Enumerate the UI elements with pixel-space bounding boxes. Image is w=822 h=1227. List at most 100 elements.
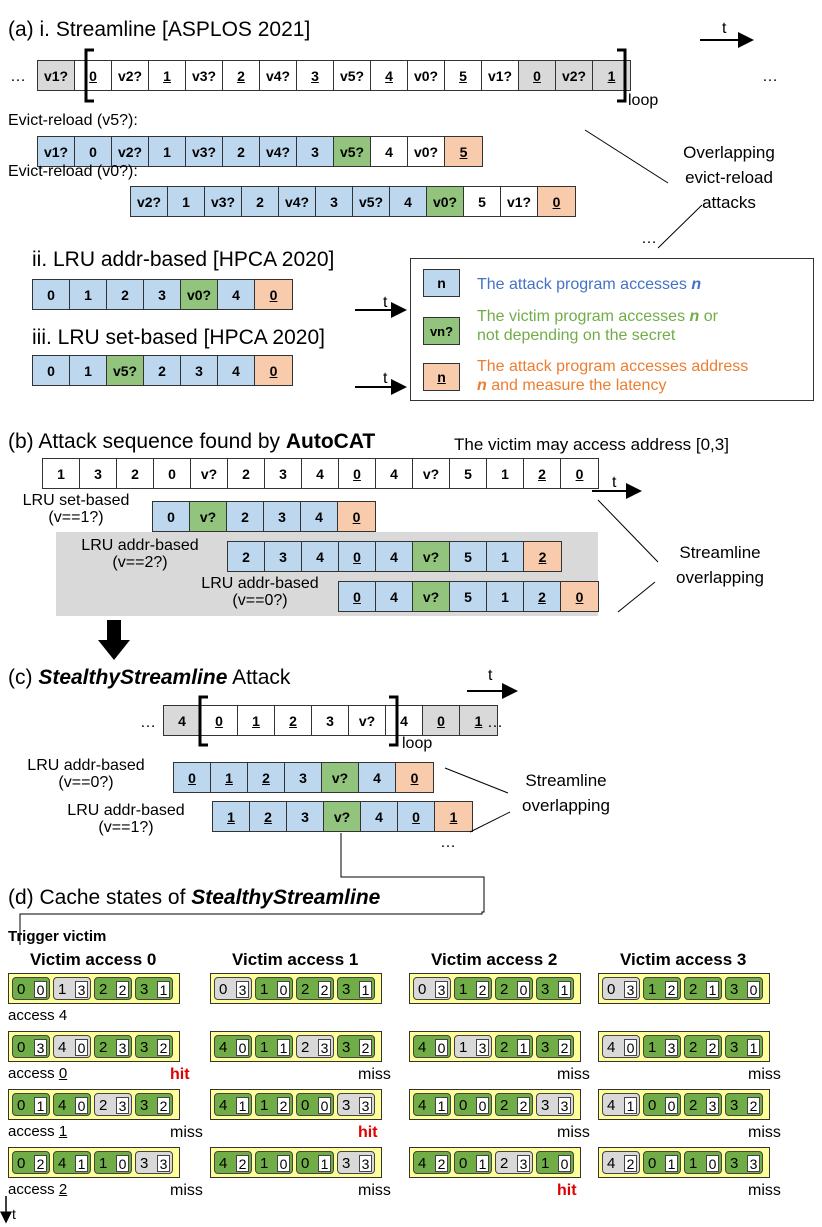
cache-line-address: 4	[58, 1155, 67, 1172]
cache-line-age: 1	[277, 1039, 290, 1056]
c-loop-label: loop	[402, 735, 433, 752]
cache-line-address: 3	[541, 981, 550, 998]
seq-cell: v?	[349, 706, 386, 735]
cache-line-address: 3	[730, 1097, 739, 1114]
seq-cell: v4?	[260, 137, 297, 166]
hit-result: hit	[557, 1182, 577, 1199]
c-ellipsis-bottom: …	[440, 834, 456, 851]
seq-cell: v?	[191, 459, 228, 488]
cache-line-age: 3	[157, 1155, 170, 1172]
seq-cell: 2	[248, 763, 285, 792]
cache-line-age: 3	[435, 981, 448, 998]
seq-cell: v3?	[186, 137, 223, 166]
cache-line-address: 2	[301, 1039, 310, 1056]
cache-line-address: 0	[648, 1097, 657, 1114]
seq-cell: 0	[75, 61, 112, 90]
lru-addr-hpca-title: ii. LRU addr-based [HPCA 2020]	[32, 248, 335, 271]
cache-line-address: 4	[418, 1155, 427, 1172]
cache-line-age: 0	[558, 1155, 571, 1172]
cache-line-address: 4	[58, 1039, 67, 1056]
cache-line-address: 4	[58, 1097, 67, 1114]
cache-line-address: 0	[17, 1039, 26, 1056]
cache-line-address: 0	[459, 1155, 468, 1172]
cache-line-address: 2	[689, 1039, 698, 1056]
section-a-title: (a) i. Streamline [ASPLOS 2021]	[8, 18, 311, 41]
miss-result: miss	[358, 1066, 391, 1083]
cache-line-address: 0	[301, 1097, 310, 1114]
victim-access-header: Victim access 2	[431, 950, 558, 969]
seq-cell: 0	[339, 542, 376, 571]
cache-line-address: 2	[689, 981, 698, 998]
access-step-label: access 0	[8, 1065, 68, 1082]
b-set-based-label: LRU set-based(v==1?)	[22, 492, 130, 526]
cache-line-address: 1	[260, 1039, 269, 1056]
seq-cell: 4	[376, 542, 413, 571]
cache-line-age: 3	[116, 1039, 129, 1056]
access-step-label: access 4	[8, 1007, 68, 1024]
cache-line-age: 2	[706, 1039, 719, 1056]
seq-cell: 2	[228, 542, 265, 571]
cache-line-age: 3	[236, 981, 249, 998]
seq-cell: 2	[227, 502, 264, 531]
cache-line-address: 1	[260, 1097, 269, 1114]
access-step-label: access 1	[8, 1123, 68, 1140]
c-bracket-right	[389, 695, 399, 747]
miss-result: miss	[748, 1066, 781, 1083]
cache-line-age: 1	[706, 981, 719, 998]
cache-line-address: 2	[500, 1039, 509, 1056]
cache-line-age: 3	[665, 1039, 678, 1056]
cache-line-age: 1	[517, 1039, 530, 1056]
time-label-c: t	[488, 667, 493, 684]
seq-cell: 0	[75, 137, 112, 166]
victim-access-header: Victim access 1	[232, 950, 359, 969]
cache-line-address: 4	[418, 1039, 427, 1056]
legend-measure-text: The attack program accesses address n an…	[477, 358, 749, 394]
cache-line-age: 2	[747, 1097, 760, 1114]
cache-line-age: 1	[624, 1097, 637, 1114]
time-label-b: t	[612, 474, 617, 491]
seq-cell: v4?	[260, 61, 297, 90]
cache-line-age: 0	[116, 1155, 129, 1172]
seq-cell: 1	[43, 459, 80, 488]
seq-cell: 5	[445, 61, 482, 90]
seq-cell: 0	[33, 280, 70, 309]
cache-line-age: 1	[665, 1155, 678, 1172]
seq-cell: 3	[297, 61, 334, 90]
cache-line-age: 1	[236, 1097, 249, 1114]
cache-line-address: 0	[17, 1155, 26, 1172]
seq-cell: 1	[213, 802, 250, 831]
cache-line-age: 2	[157, 1097, 170, 1114]
cache-line-address: 0	[17, 981, 26, 998]
seq-cell: 0	[339, 582, 376, 611]
seq-cell: v3?	[186, 61, 223, 90]
loop-bracket-right	[617, 48, 627, 103]
ellipsis-evict: …	[641, 230, 657, 247]
cache-line-age: 2	[558, 1039, 571, 1056]
cache-line-age: 3	[476, 1039, 489, 1056]
